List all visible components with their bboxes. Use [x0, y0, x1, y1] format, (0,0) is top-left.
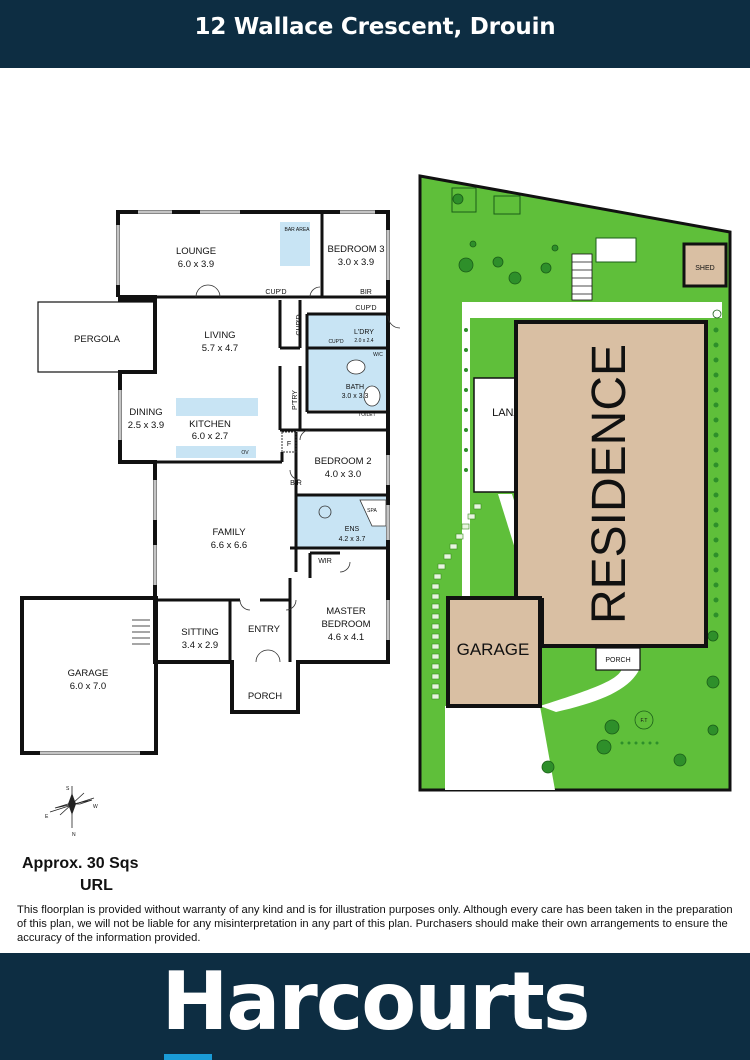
header-bar: 12 Wallace Crescent, Drouin — [0, 0, 750, 68]
bar-area-fill — [280, 222, 310, 266]
label-bar-area: BAR AREA — [284, 227, 310, 233]
fire-tank — [634, 710, 654, 730]
room-bedroom2-size: 4.0 x 3.0 — [325, 469, 361, 480]
label-bir-2: BIR — [290, 480, 302, 487]
room-laundry: L'DRY — [354, 329, 374, 336]
label-wir: WIR — [318, 558, 332, 565]
fire-tank-label: F.T — [641, 718, 648, 724]
room-bath-size: 3.0 x 3.3 — [342, 393, 369, 400]
site-porch-label: PORCH — [605, 657, 630, 664]
room-bedroom2: BEDROOM 2 — [314, 456, 371, 467]
floor-plan: LOUNGE 6.0 x 3.9 BEDROOM 3 3.0 x 3.9 PER… — [20, 210, 401, 755]
wall-west — [118, 300, 157, 598]
door-lounge-left — [195, 284, 209, 298]
label-bir-1: BIR — [360, 289, 372, 296]
site-garage — [446, 596, 542, 708]
shed-label: SHED — [695, 265, 714, 272]
disclaimer-text: This floorplan is provided without warra… — [17, 904, 733, 944]
room-bath: BATH — [346, 384, 364, 391]
kitchen-island — [176, 398, 258, 416]
hedge-dots — [464, 327, 719, 745]
site-stairs — [571, 253, 593, 301]
planter-box — [451, 187, 477, 213]
compass-w: W — [93, 804, 98, 810]
room-pergola: PERGOLA — [74, 334, 121, 345]
footer-bar: Harcourts — [0, 953, 750, 1060]
room-bedroom3: BEDROOM 3 — [327, 244, 384, 255]
garden-shrubs — [452, 193, 720, 774]
compass-s: S — [66, 786, 70, 792]
room-sitting-size: 3.4 x 2.9 — [182, 640, 218, 651]
room-lounge: LOUNGE — [176, 246, 216, 257]
brand-accent-bar — [164, 1054, 212, 1060]
room-master-size: 4.6 x 4.1 — [328, 632, 364, 643]
room-kitchen-size: 6.0 x 2.7 — [192, 431, 228, 442]
area-info: Approx. 30 Sqs URL — [22, 853, 138, 897]
label-pantry: P'TRY — [292, 390, 299, 410]
driveway — [445, 706, 555, 790]
compass-icon: S W E N — [45, 786, 98, 838]
residence-label: RESIDENCE — [583, 344, 636, 624]
room-living-size: 5.7 x 4.7 — [202, 343, 238, 354]
label-cupd-2: CUP'D — [355, 305, 376, 312]
site-plan: SHED LANAI RESIDENCE GARAGE PORCH F.T — [418, 174, 732, 792]
room-porch: PORCH — [248, 691, 282, 702]
page-title: 12 Wallace Crescent, Drouin — [194, 14, 556, 40]
room-bedroom3-size: 3.0 x 3.9 — [338, 257, 374, 268]
site-porch — [595, 647, 641, 671]
pergola-outline — [37, 301, 157, 373]
room-lounge-size: 6.0 x 3.9 — [178, 259, 214, 270]
room-master: MASTER — [326, 606, 366, 617]
room-sitting: SITTING — [181, 627, 218, 638]
label-cupd-3: CUP'D — [296, 314, 303, 335]
wall-north — [116, 210, 390, 300]
room-kitchen: KITCHEN — [189, 419, 231, 430]
room-garage: GARAGE — [68, 668, 109, 679]
room-living: LIVING — [204, 330, 235, 341]
site-garage-label: GARAGE — [457, 640, 530, 659]
compass-n: N — [72, 832, 76, 838]
room-master-line2: BEDROOM — [321, 619, 370, 630]
room-ensuite-size: 4.2 x 3.7 — [339, 536, 366, 543]
planter-box-2 — [493, 195, 521, 215]
room-dining-size: 2.5 x 3.9 — [128, 420, 164, 431]
label-cupd-1: CUP'D — [265, 289, 286, 296]
bath-tub — [363, 385, 381, 407]
label-cupd-small: CUP'D — [328, 339, 344, 345]
label-oven: OV — [241, 450, 249, 456]
room-garage-size: 6.0 x 7.0 — [70, 681, 106, 692]
spa-bath — [359, 499, 387, 527]
pond — [595, 237, 637, 263]
room-family-size: 6.6 x 6.6 — [211, 540, 247, 551]
fridge-space — [281, 431, 297, 453]
room-laundry-size: 2.0 x 2.4 — [354, 338, 373, 344]
room-ensuite: ENS — [345, 526, 360, 533]
stepping-stones — [431, 503, 482, 700]
room-entry: ENTRY — [248, 624, 281, 635]
tap-icon — [712, 309, 722, 319]
label-toilet: TOILET — [358, 412, 375, 418]
room-dining: DINING — [129, 407, 162, 418]
path-porch — [540, 668, 640, 712]
area-text: Approx. 30 Sqs — [22, 855, 139, 872]
compass-e: E — [45, 814, 49, 820]
kitchen-bench — [176, 446, 256, 458]
label-spa: SPA — [367, 508, 377, 514]
url-text: URL — [80, 877, 113, 894]
room-family: FAMILY — [212, 527, 246, 538]
label-fridge: F — [287, 441, 291, 448]
brand-logo: Harcourts — [161, 955, 590, 1048]
wall-east-south — [153, 300, 390, 714]
label-wc: W/C — [373, 352, 383, 358]
shed — [682, 242, 728, 288]
